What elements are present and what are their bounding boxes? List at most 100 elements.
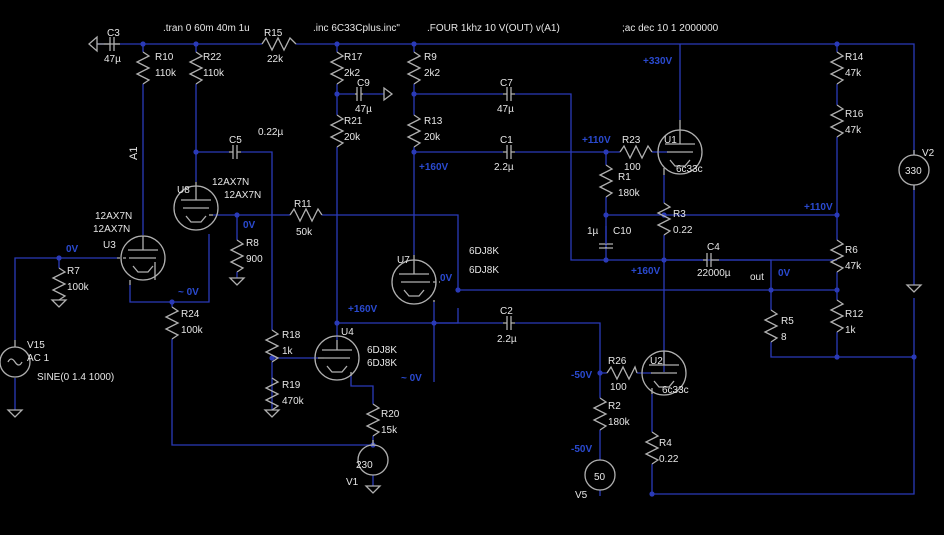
label-components-c2-name: C2 bbox=[500, 306, 513, 317]
tubes bbox=[117, 120, 703, 396]
resistor-r17 bbox=[329, 51, 345, 85]
label-components-r8-name: R8 bbox=[246, 238, 259, 249]
resistor-r10 bbox=[135, 51, 151, 85]
resistor-r14 bbox=[829, 51, 845, 85]
resistor-r15 bbox=[261, 36, 297, 52]
label-components-v5-value: 50 bbox=[594, 472, 606, 483]
directive-ac: ;ac dec 10 1 2000000 bbox=[622, 23, 719, 34]
label-components-r18-value: 1k bbox=[282, 346, 294, 357]
label-net_labels-v_0_in: 0V bbox=[66, 244, 79, 255]
tube-u8 bbox=[173, 182, 219, 231]
label-components-c3-value: 47µ bbox=[104, 54, 121, 65]
label-components-r3-value: 0.22 bbox=[673, 225, 693, 236]
source-v1 bbox=[357, 440, 389, 476]
label-components-u8-value: 12AX7N bbox=[212, 177, 249, 188]
label-components-c2-value: 2.2µ bbox=[497, 334, 517, 345]
resistor-r22 bbox=[188, 51, 204, 85]
label-components-u7-value: 6DJ8K bbox=[469, 246, 499, 257]
label-components-u8-name: U8 bbox=[177, 185, 190, 196]
resistor-r26 bbox=[606, 365, 638, 381]
resistor-r5 bbox=[763, 309, 779, 343]
label-net_labels-v_minus50_b: -50V bbox=[571, 444, 592, 455]
grounds bbox=[7, 35, 922, 494]
label-components-u7-value2: 6DJ8K bbox=[469, 265, 499, 276]
label-components-c9-name: C9 bbox=[357, 78, 370, 89]
capacitor-c4 bbox=[703, 253, 719, 267]
label-components-r13-name: R13 bbox=[424, 116, 443, 127]
resistor-r21 bbox=[329, 114, 345, 148]
resistor-r3 bbox=[656, 202, 672, 236]
label-components-r21-value: 20k bbox=[344, 132, 361, 143]
label-net_labels-v_plus160_b: +160V bbox=[631, 266, 661, 277]
label-components-r20-value: 15k bbox=[381, 425, 398, 436]
label-net_labels-v_0_u8: 0V bbox=[243, 220, 256, 231]
label-components-r15-name: R15 bbox=[264, 28, 283, 39]
resistor-r19 bbox=[264, 377, 280, 411]
label-components-r13-value: 20k bbox=[424, 132, 441, 143]
label-components-r26-value: 100 bbox=[610, 382, 627, 393]
label-components-r5-value: 8 bbox=[781, 332, 787, 343]
label-components-r15-value: 22k bbox=[267, 54, 284, 65]
label-components-c1-name: C1 bbox=[500, 135, 513, 146]
label-components-u1-value: 6c33c bbox=[676, 164, 703, 175]
capacitor-c7 bbox=[503, 87, 515, 101]
label-components-u1-name: U1 bbox=[664, 135, 677, 146]
resistor-r11 bbox=[289, 207, 323, 223]
resistor-r20 bbox=[365, 403, 381, 437]
directives: .tran 0 60m 40m 1u .inc 6C33Cplus.inc" .… bbox=[163, 23, 719, 34]
label-components-r17-value: 2k2 bbox=[344, 68, 361, 79]
label-components-u2-value: 6c33c bbox=[662, 385, 689, 396]
label-net_labels-v_0_out: 0V bbox=[778, 268, 791, 279]
label-components-c10-name: C10 bbox=[613, 226, 632, 237]
directive-tran: .tran 0 60m 40m 1u bbox=[163, 23, 250, 34]
label-components-c9-value: 47µ bbox=[355, 104, 372, 115]
label-components-r7-value: 100k bbox=[67, 282, 90, 293]
label-net_labels-v_plus110_a: +110V bbox=[582, 135, 611, 146]
resistor-r9 bbox=[406, 51, 422, 85]
label-components-c10-value: 1µ bbox=[587, 226, 599, 237]
resistors bbox=[51, 36, 845, 465]
label-net_labels-v_approx0_u4: ~ 0V bbox=[401, 373, 422, 384]
label-components-r8-value: 900 bbox=[246, 254, 263, 265]
label-components-v15-value: AC 1 bbox=[27, 353, 50, 364]
label-components-r16-name: R16 bbox=[845, 109, 864, 120]
label-components-r14-value: 47k bbox=[845, 68, 862, 79]
label-components-c5-name: C5 bbox=[229, 135, 242, 146]
label-components-r23-value: 100 bbox=[624, 162, 641, 173]
label-components-r11-value: 50k bbox=[296, 227, 313, 238]
label-components-r19-name: R19 bbox=[282, 380, 301, 391]
label-components-c4-name: C4 bbox=[707, 242, 720, 253]
resistor-r7 bbox=[51, 267, 67, 301]
label-components-c4-value: 22000µ bbox=[697, 268, 731, 279]
label-net_labels-v_plus110_b: +110V bbox=[804, 202, 833, 213]
label-components-r16-value: 47k bbox=[845, 125, 862, 136]
label-components-u2-name: U2 bbox=[650, 356, 663, 367]
label-components-r24-value: 100k bbox=[181, 325, 204, 336]
label-components-r1-value: 180k bbox=[618, 188, 641, 199]
label-components-v5-name: V5 bbox=[575, 490, 588, 501]
label-components-v2-value: 330 bbox=[905, 166, 922, 177]
label-components-u4-value2: 6DJ8K bbox=[367, 358, 397, 369]
label-components-u4-name: U4 bbox=[341, 327, 354, 338]
label-net_labels-v_plus160_c: +160V bbox=[348, 304, 378, 315]
resistor-r23 bbox=[619, 144, 653, 160]
label-components-r26-name: R26 bbox=[608, 356, 627, 367]
label-components-u3-value: 12AX7N bbox=[95, 211, 132, 222]
capacitor-c1 bbox=[503, 145, 515, 159]
label-components-u8-value2: 12AX7N bbox=[224, 190, 261, 201]
source-v15 bbox=[0, 340, 31, 378]
sources bbox=[0, 150, 930, 491]
resistor-r13 bbox=[406, 114, 422, 148]
tube-u3 bbox=[117, 235, 166, 285]
resistor-r4 bbox=[644, 431, 660, 465]
label-components-u4-value: 6DJ8K bbox=[367, 345, 397, 356]
label-components-r21-name: R21 bbox=[344, 116, 363, 127]
label-components-r4-name: R4 bbox=[659, 438, 672, 449]
directive-four: .FOUR 1khz 10 V(OUT) v(A1) bbox=[427, 23, 560, 34]
source-v5 bbox=[584, 459, 616, 491]
label-components-v1-value: 230 bbox=[356, 460, 373, 471]
label-components-r9-value: 2k2 bbox=[424, 68, 441, 79]
label-components-r9-name: R9 bbox=[424, 52, 437, 63]
label-components-r19-value: 470k bbox=[282, 396, 305, 407]
